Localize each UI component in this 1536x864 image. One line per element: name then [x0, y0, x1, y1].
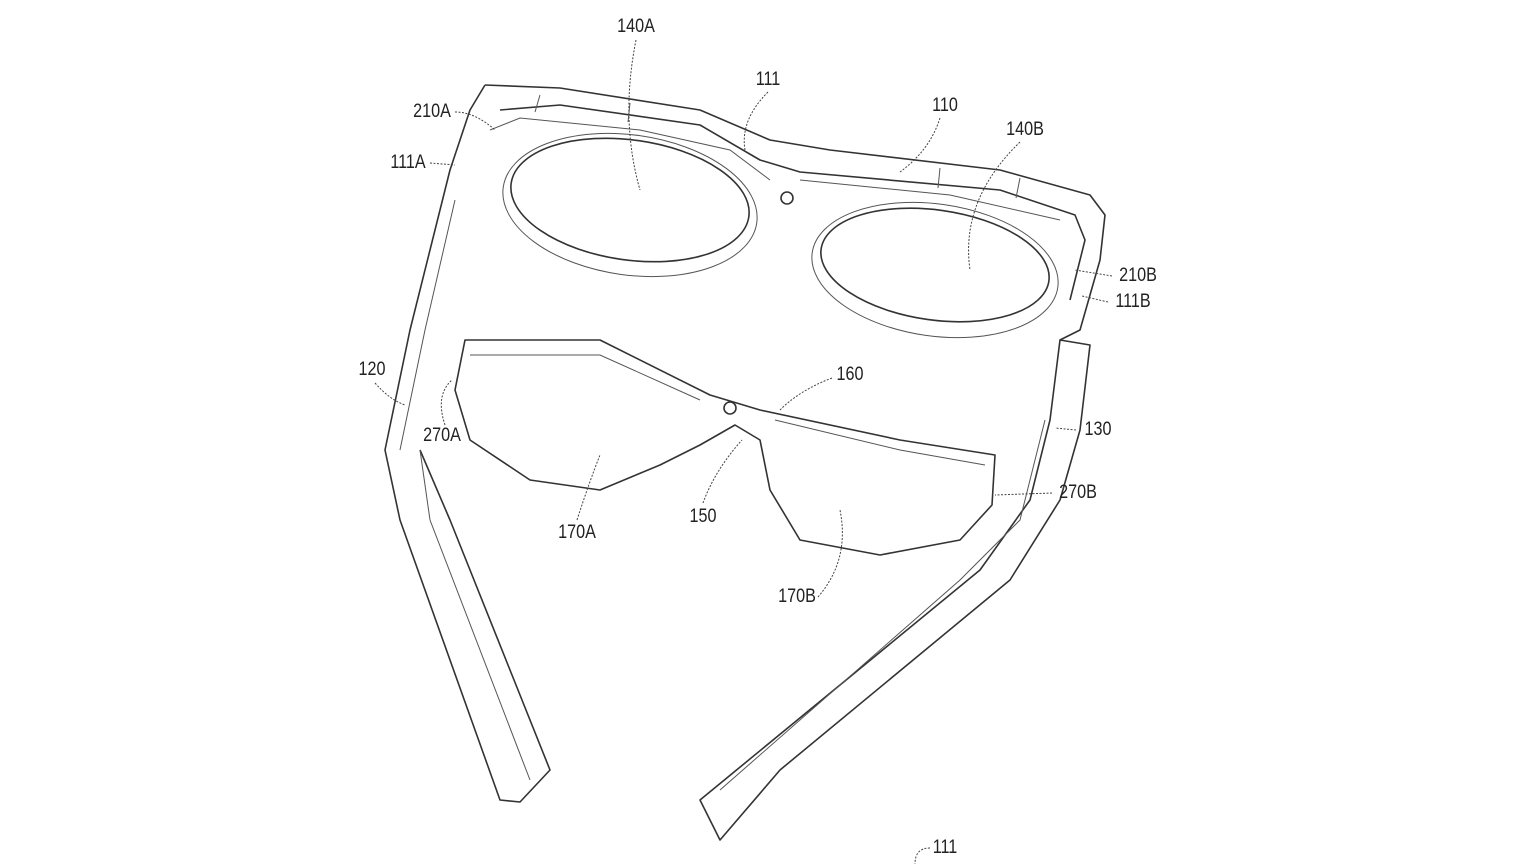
ref-label-270A: 270A [423, 425, 461, 446]
ref-label-210A: 210A [413, 101, 451, 122]
inner-frame-150 [454, 339, 996, 556]
ref-label-111: 111 [755, 69, 781, 90]
ref-label-170B: 170B [778, 586, 816, 607]
temple-130 [699, 339, 1091, 841]
ref-label-140A: 140A [617, 16, 655, 37]
ref-label-111-bottom: 111 [932, 837, 958, 858]
lens-140B [820, 207, 1050, 323]
ref-label-111A: 111A [390, 152, 426, 173]
ref-label-160: 160 [836, 364, 864, 385]
main-frame [439, 84, 1106, 341]
ref-label-210B: 210B [1119, 265, 1157, 286]
leader-lines [374, 39, 1113, 864]
ref-label-110: 110 [932, 95, 958, 116]
ref-label-140B: 140B [1006, 119, 1044, 140]
ref-label-130: 130 [1084, 419, 1112, 440]
ref-label-120: 120 [358, 359, 386, 380]
ref-label-150: 150 [689, 506, 717, 527]
temple-120 [384, 199, 551, 803]
ref-label-170A: 170A [558, 522, 596, 543]
lens-140A [510, 137, 750, 263]
ref-label-111B: 111B [1115, 291, 1151, 312]
ref-label-270B: 270B [1059, 482, 1097, 503]
